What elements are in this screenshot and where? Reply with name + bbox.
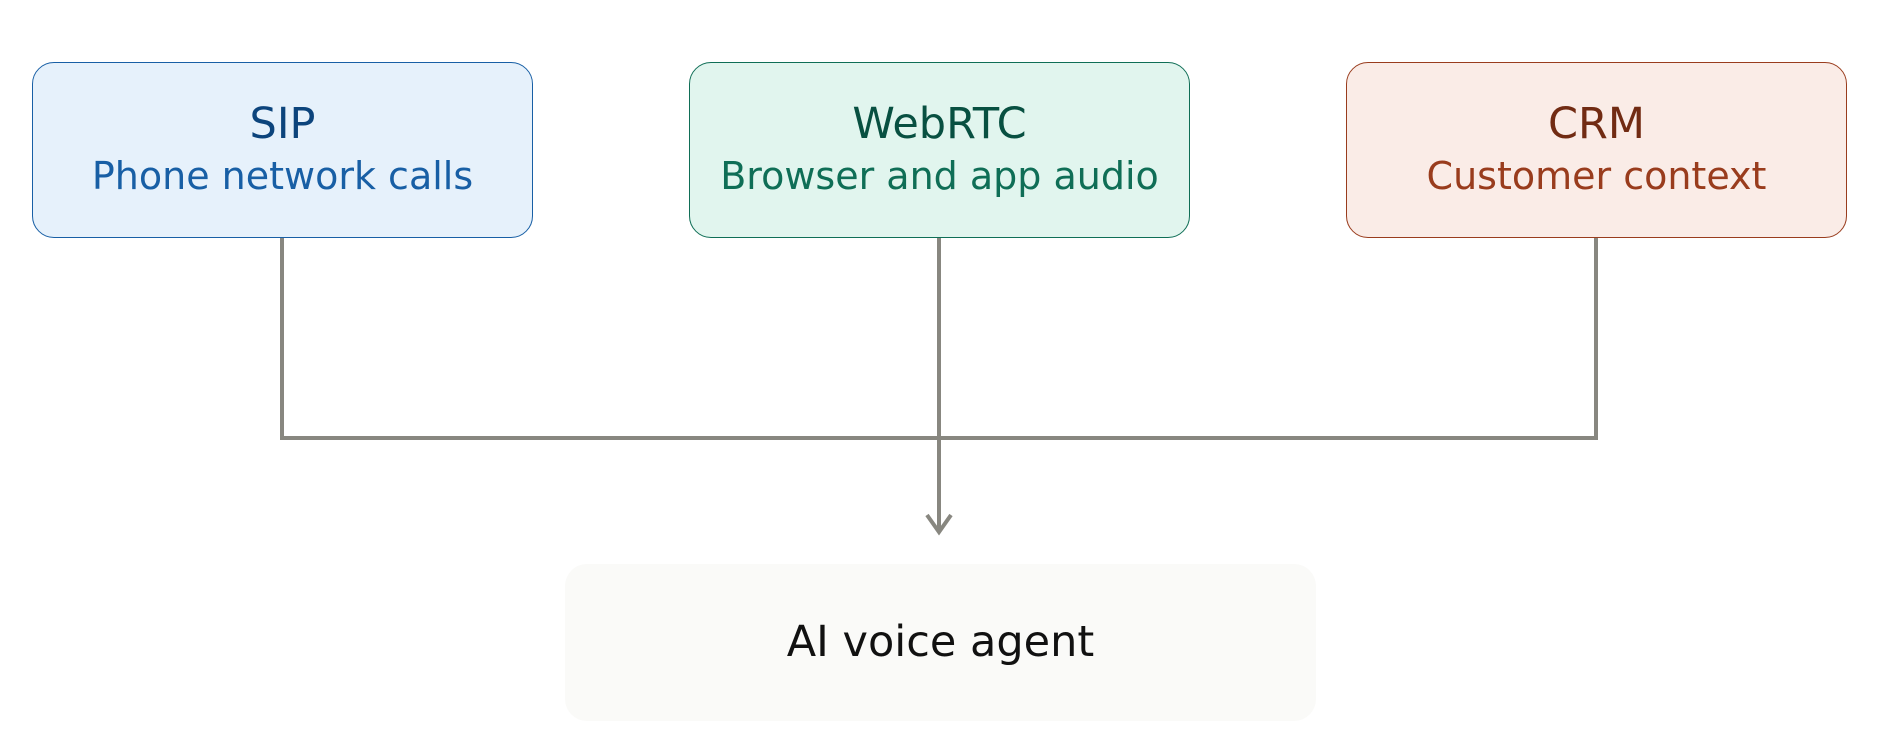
crm-connector	[939, 238, 1598, 440]
arrowhead	[925, 513, 953, 536]
crm-subtitle: Customer context	[1426, 153, 1767, 198]
sip-node: SIP Phone network calls	[32, 62, 533, 238]
ai-voice-agent-node: AI voice agent	[565, 564, 1316, 721]
sip-connector	[280, 238, 939, 440]
crm-node: CRM Customer context	[1346, 62, 1847, 238]
connector-lines	[280, 238, 1598, 536]
webrtc-node: WebRTC Browser and app audio	[689, 62, 1190, 238]
ai-voice-agent-title: AI voice agent	[786, 616, 1095, 667]
webrtc-subtitle: Browser and app audio	[720, 153, 1159, 198]
webrtc-title: WebRTC	[852, 98, 1027, 149]
sip-title: SIP	[249, 98, 316, 149]
sip-subtitle: Phone network calls	[91, 153, 474, 198]
crm-title: CRM	[1547, 98, 1645, 149]
